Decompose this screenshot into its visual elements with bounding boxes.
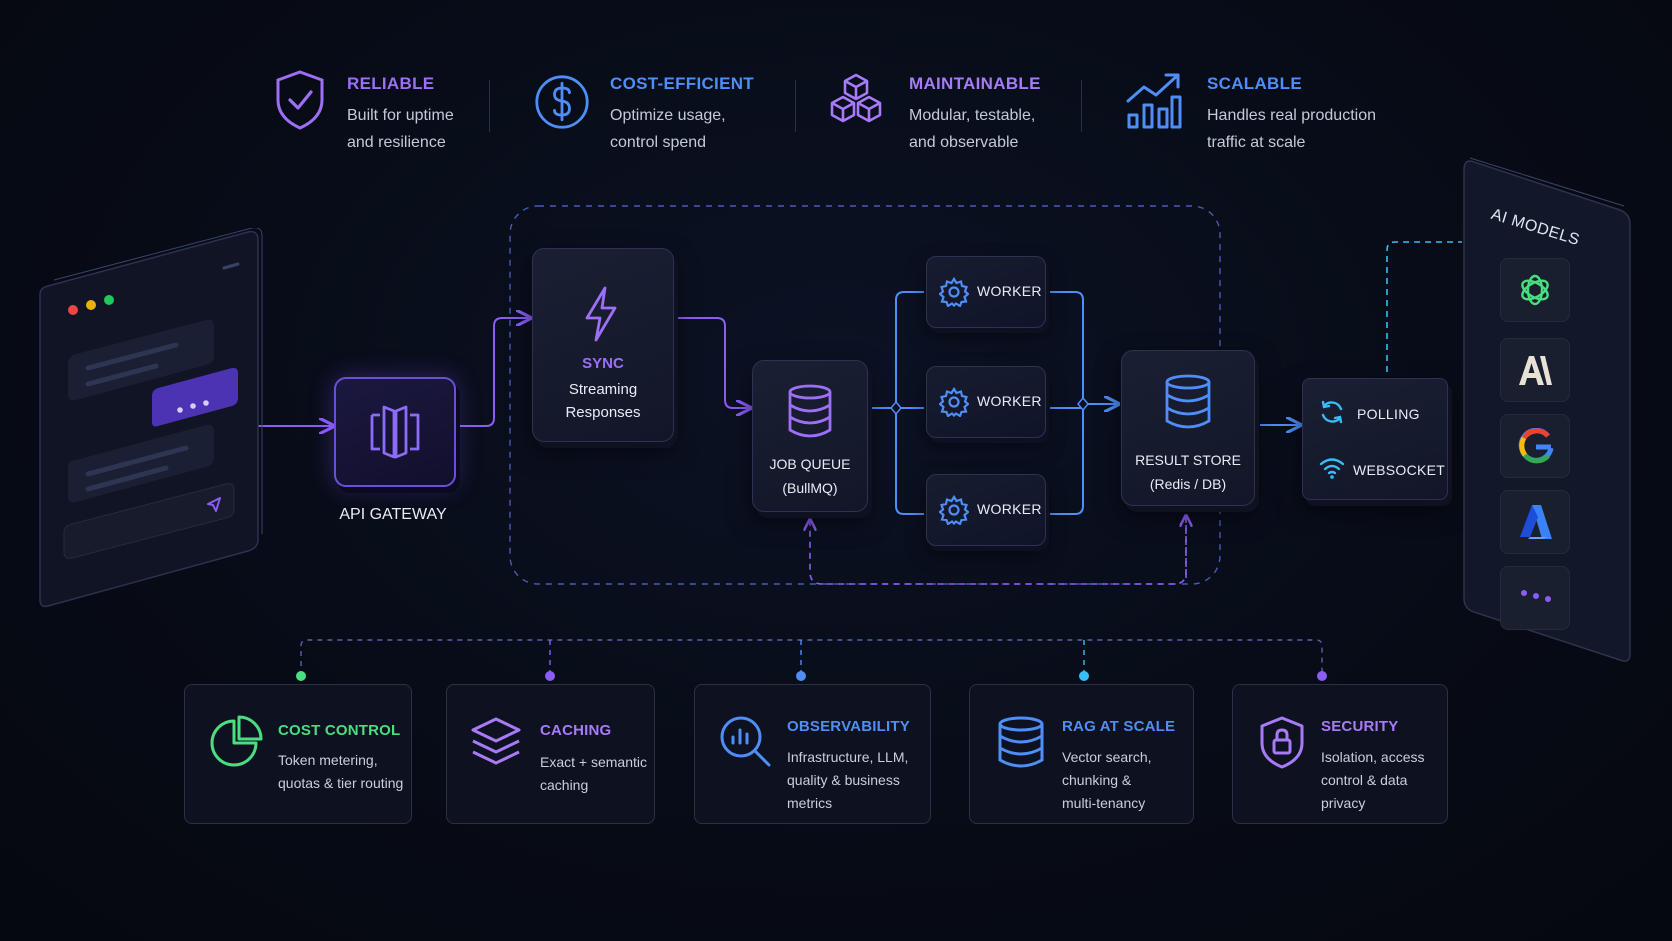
card-title: RAG AT SCALE	[1062, 718, 1176, 735]
openai-logo-icon	[1521, 274, 1549, 306]
gateway-icon	[370, 405, 420, 459]
model-tile-anthropic[interactable]	[1500, 338, 1570, 402]
cubes-icon	[830, 73, 882, 123]
result-store-line1: RESULT STORE	[1135, 452, 1241, 468]
result-store-node: RESULT STORE (Redis / DB)	[1121, 350, 1255, 506]
value-prop-title: MAINTAINABLE	[909, 74, 1041, 93]
worker-node: WORKER	[926, 366, 1046, 438]
value-prop-title: COST-EFFICIENT	[610, 74, 754, 93]
azure-logo-icon	[1520, 505, 1552, 539]
google-logo-icon	[1518, 428, 1554, 464]
anthropic-logo-icon	[1519, 356, 1552, 385]
card-title: COST CONTROL	[278, 722, 401, 739]
result-store-line2: (Redis / DB)	[1149, 476, 1227, 492]
websocket-label: WEBSOCKET	[1353, 462, 1446, 478]
job-queue-node: JOB QUEUE (BullMQ)	[752, 360, 868, 512]
sync-line1: Streaming	[568, 381, 638, 398]
pie-chart-icon	[210, 715, 263, 767]
worker-node: WORKER	[926, 474, 1046, 546]
sync-line2: Responses	[565, 404, 641, 421]
api-gateway-node	[334, 377, 456, 487]
card-title: OBSERVABILITY	[787, 718, 910, 735]
growth-chart-icon	[1126, 73, 1182, 129]
value-prop-title: RELIABLE	[347, 74, 435, 93]
worker-node: WORKER	[926, 256, 1046, 328]
model-tile-google[interactable]	[1500, 414, 1570, 478]
divider	[489, 80, 490, 132]
database-icon	[1165, 374, 1211, 429]
card-title: SECURITY	[1321, 718, 1399, 735]
card-desc: Vector search,chunking &multi-tenancy	[1062, 749, 1152, 811]
value-prop-desc: Modular, testable,and observable	[909, 107, 1036, 151]
sync-node: SYNC Streaming Responses	[532, 248, 674, 442]
polling-label: POLLING	[1357, 406, 1420, 422]
api-gateway-label: API GATEWAY	[339, 506, 447, 523]
worker-label: WORKER	[977, 393, 1042, 409]
gear-icon	[939, 387, 969, 417]
divider	[795, 80, 796, 132]
lock-shield-icon	[1260, 716, 1304, 769]
send-icon	[207, 497, 221, 512]
lightning-icon	[585, 286, 617, 342]
delivery-node: POLLING WEBSOCKET	[1302, 378, 1448, 500]
more-dots-icon	[1521, 590, 1551, 602]
refresh-icon	[1321, 400, 1343, 424]
dollar-icon	[535, 75, 589, 129]
sync-title: SYNC	[582, 355, 624, 372]
card-desc: Token metering,quotas & tier routing	[278, 752, 404, 791]
layers-icon	[471, 717, 521, 765]
card-cost-control: COST CONTROL Token metering,quotas & tie…	[184, 684, 412, 824]
client-app-window	[39, 228, 263, 608]
database-icon	[788, 384, 832, 438]
value-prop-title: SCALABLE	[1207, 74, 1302, 93]
card-rag-at-scale: RAG AT SCALE Vector search,chunking &mul…	[969, 684, 1194, 824]
wifi-icon	[1319, 458, 1345, 479]
worker-label: WORKER	[977, 283, 1042, 299]
job-queue-line2: (BullMQ)	[782, 480, 838, 496]
worker-label: WORKER	[977, 501, 1042, 517]
gear-icon	[939, 277, 969, 307]
card-observability: OBSERVABILITY Infrastructure, LLM,qualit…	[694, 684, 931, 824]
magnifier-chart-icon	[720, 716, 771, 767]
model-tile-more[interactable]	[1500, 566, 1570, 630]
card-title: CACHING	[540, 722, 612, 739]
database-icon	[998, 716, 1044, 768]
model-tile-azure[interactable]	[1500, 490, 1570, 554]
gear-icon	[939, 495, 969, 525]
shield-check-icon	[276, 70, 324, 130]
divider	[1081, 80, 1082, 132]
model-tile-openai[interactable]	[1500, 258, 1570, 322]
value-prop-desc: Optimize usage,control spend	[610, 107, 726, 151]
job-queue-line1: JOB QUEUE	[769, 456, 851, 472]
